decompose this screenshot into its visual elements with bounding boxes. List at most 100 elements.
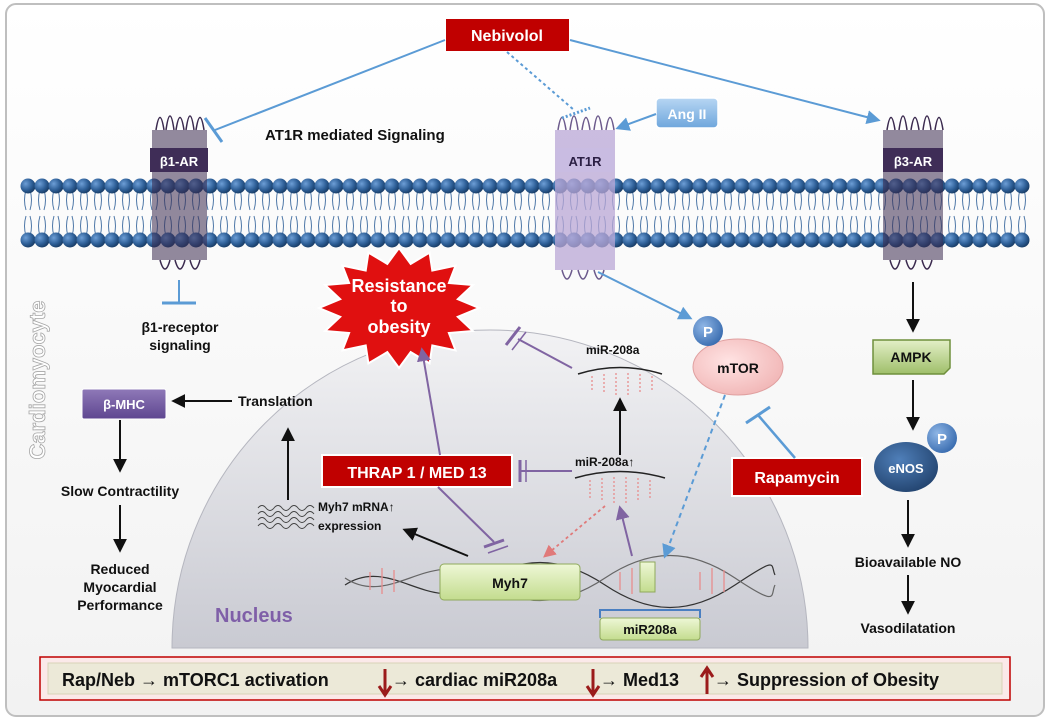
myh7-gene-label: Myh7 bbox=[492, 575, 528, 591]
lipid-head bbox=[804, 232, 820, 248]
lipid-head bbox=[412, 232, 428, 248]
mrna-squiggle bbox=[257, 505, 315, 529]
reduced-label-2: Myocardial bbox=[83, 579, 156, 595]
lipid-head bbox=[132, 232, 148, 248]
lipid-head bbox=[538, 232, 554, 248]
banner-part4: → Suppression of Obesity bbox=[714, 670, 939, 690]
bioavailable-no-label: Bioavailable NO bbox=[855, 554, 962, 570]
resistance-to-obesity-burst bbox=[316, 246, 482, 370]
lipid-head bbox=[748, 232, 764, 248]
lipid-head bbox=[664, 232, 680, 248]
lipid-head bbox=[314, 178, 330, 194]
lipid-head bbox=[286, 178, 302, 194]
lipid-head bbox=[510, 232, 526, 248]
lipid-head bbox=[958, 232, 974, 248]
reduced-label-3: Performance bbox=[77, 597, 163, 613]
resistance-line3: obesity bbox=[367, 317, 430, 337]
lipid-head bbox=[328, 232, 344, 248]
lipid-head bbox=[538, 178, 554, 194]
lipid-head bbox=[384, 232, 400, 248]
vasodilatation-label: Vasodilatation bbox=[861, 620, 956, 636]
thrap-to-resistance-arrow bbox=[416, 347, 441, 456]
mtor-node bbox=[692, 338, 784, 396]
mir208a-mid-hairpin bbox=[574, 470, 666, 479]
lipid-head bbox=[216, 178, 232, 194]
lipid-head bbox=[734, 178, 750, 194]
mir208a-top-label: miR-208a bbox=[586, 343, 640, 357]
lipid-head bbox=[230, 232, 246, 248]
lipid-head bbox=[48, 178, 64, 194]
lipid-head bbox=[118, 178, 134, 194]
mir208a-top-hairpin bbox=[577, 366, 663, 375]
mir208a-mid-bases bbox=[589, 477, 651, 503]
lipid-head bbox=[986, 178, 1002, 194]
ang-ii-label: Ang II bbox=[668, 106, 707, 122]
thrap-inhibit-myh7-bar bbox=[483, 538, 505, 549]
lipid-head bbox=[62, 232, 78, 248]
lipid-head bbox=[524, 232, 540, 248]
lipid-head bbox=[832, 232, 848, 248]
lipid-head bbox=[720, 178, 736, 194]
mtor-to-mir208a-dashed bbox=[662, 394, 726, 559]
banner-part1: Rap/Neb → mTORC1 activation bbox=[62, 670, 329, 690]
mir208a-top-bases bbox=[591, 373, 653, 395]
lipid-head bbox=[384, 178, 400, 194]
cardiomyocyte-label: Cardiomyocyte bbox=[25, 301, 50, 460]
mir208a-bracket bbox=[599, 609, 701, 618]
lipid-head bbox=[762, 232, 778, 248]
b1-signaling-label: β1-receptor bbox=[141, 319, 219, 335]
lipid-head bbox=[818, 178, 834, 194]
lipid-head bbox=[272, 232, 288, 248]
lipid-head bbox=[62, 178, 78, 194]
lipid-head bbox=[370, 178, 386, 194]
lipid-head bbox=[132, 178, 148, 194]
lipid-head bbox=[342, 232, 358, 248]
banner-down-arrowhead-1 bbox=[377, 685, 393, 698]
lipid-head bbox=[454, 232, 470, 248]
thrap-inhibit-myh7-line bbox=[437, 486, 495, 543]
lipid-head bbox=[972, 178, 988, 194]
lipid-head bbox=[286, 232, 302, 248]
lipid-head bbox=[118, 232, 134, 248]
lipid-head bbox=[370, 232, 386, 248]
nebivolol-to-at1r-dashed bbox=[506, 51, 575, 111]
lipid-head bbox=[524, 178, 540, 194]
resistance-line1: Resistance bbox=[351, 276, 446, 296]
lipid-head bbox=[832, 178, 848, 194]
lipid-head bbox=[1014, 232, 1030, 248]
ang-ii-box bbox=[655, 97, 719, 129]
lipid-head bbox=[300, 178, 316, 194]
lipid-head bbox=[678, 232, 694, 248]
nebivolol-inhibit-b1-line bbox=[214, 39, 446, 131]
thrap-med13-box bbox=[321, 454, 513, 488]
lipid-head bbox=[622, 178, 638, 194]
lipid-head bbox=[622, 232, 638, 248]
lipid-head bbox=[496, 232, 512, 248]
lipid-head bbox=[104, 178, 120, 194]
myh7-expression-label: expression bbox=[318, 519, 381, 533]
lipid-head bbox=[104, 232, 120, 248]
enos-label: eNOS bbox=[888, 461, 924, 476]
rapamycin-box bbox=[731, 457, 863, 497]
lipid-head bbox=[678, 178, 694, 194]
lipid-head bbox=[48, 232, 64, 248]
lipid-head bbox=[258, 232, 274, 248]
lipid-head bbox=[482, 232, 498, 248]
at1r-label: AT1R bbox=[569, 154, 603, 169]
lipid-head bbox=[776, 178, 792, 194]
lipid-head bbox=[314, 232, 330, 248]
lipid-head bbox=[790, 232, 806, 248]
lipid-head bbox=[34, 232, 50, 248]
dna-strand-a bbox=[344, 562, 776, 608]
ang-ii-to-at1r-arrow bbox=[615, 113, 657, 131]
mtor-p-label: P bbox=[703, 324, 713, 341]
lipid-head bbox=[468, 232, 484, 248]
rapamycin-inhibit-bar bbox=[745, 405, 771, 425]
lipid-head bbox=[356, 178, 372, 194]
lipid-head bbox=[300, 232, 316, 248]
mir208a-locus bbox=[639, 561, 656, 593]
banner-part3: → Med13 bbox=[600, 670, 679, 690]
banner-up-arrowhead bbox=[699, 665, 715, 678]
resistance-line2: to bbox=[391, 296, 408, 316]
bmhc-label: β-MHC bbox=[103, 397, 145, 412]
